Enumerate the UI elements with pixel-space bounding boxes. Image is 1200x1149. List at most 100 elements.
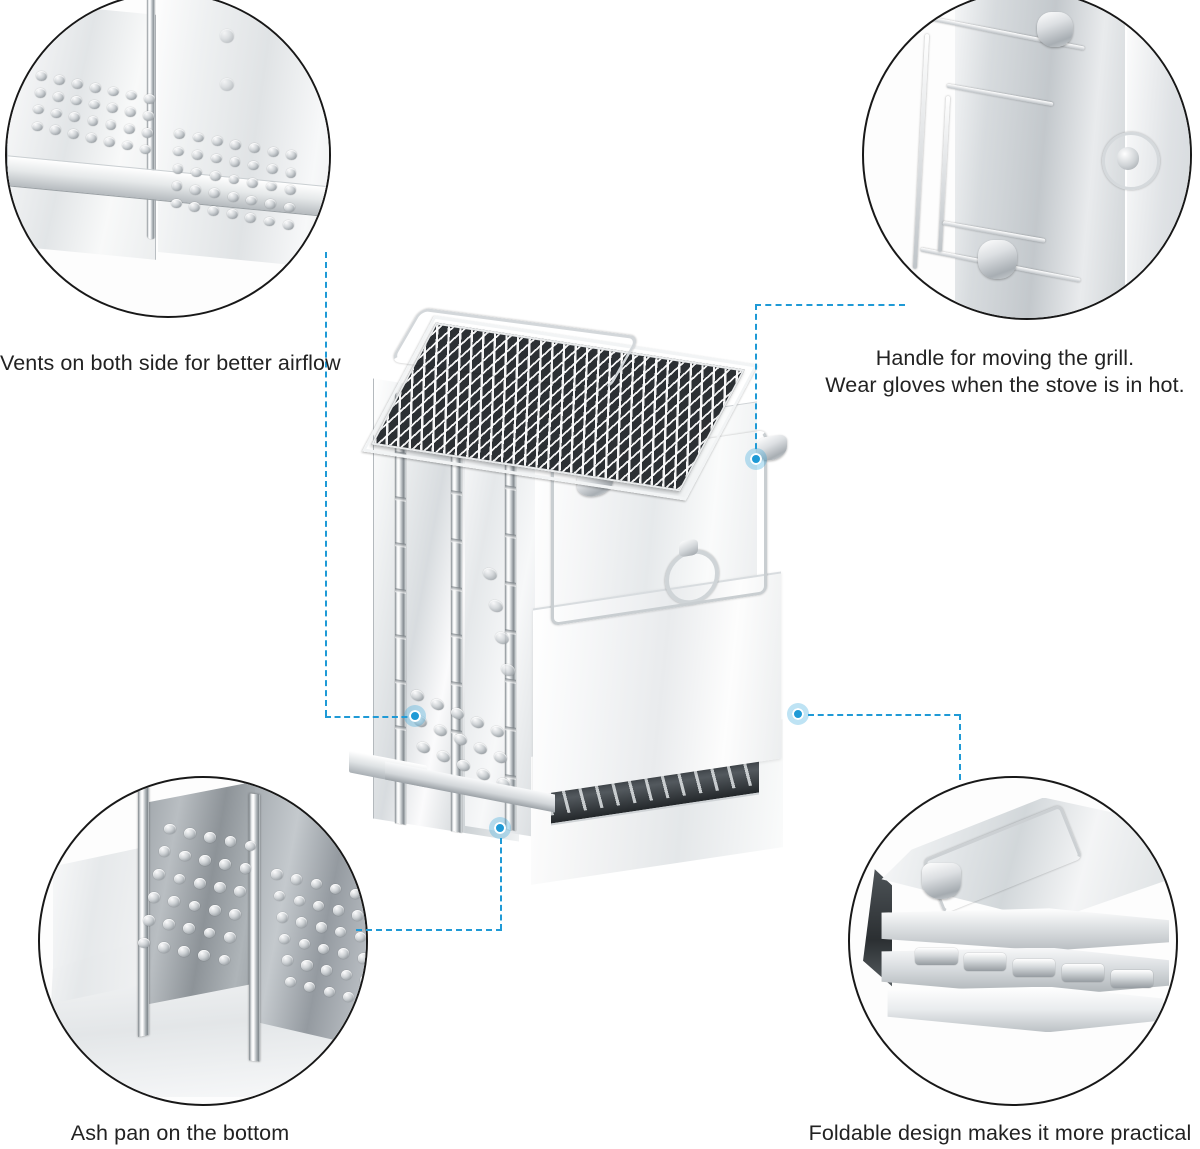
photo-inner-ashpan	[40, 778, 366, 1104]
vent-hole	[332, 905, 344, 916]
vent-hole	[178, 946, 190, 957]
caption-handle: Handle for moving the grill. Wear gloves…	[825, 346, 1185, 397]
vent-hole	[228, 174, 240, 185]
vent-hole	[142, 111, 154, 121]
vent-hole	[174, 129, 186, 139]
vent-hole	[226, 209, 238, 220]
vent-hole	[284, 976, 296, 988]
vent-hole	[301, 960, 313, 971]
vent-hole	[70, 95, 82, 106]
vent-hole	[158, 941, 170, 953]
photo-ash-pan	[38, 776, 368, 1106]
folded-handle-lug	[921, 862, 961, 899]
vent-hole	[229, 157, 241, 167]
vent-hole	[286, 150, 298, 161]
vent-hole	[313, 900, 325, 911]
vent-hole	[153, 869, 166, 881]
vent-hole	[218, 954, 231, 966]
vent-hole	[108, 86, 120, 97]
vent-hole	[360, 974, 366, 986]
vent-hole	[173, 146, 185, 157]
vent-hole	[335, 926, 347, 938]
connector-foldable-horizontal	[808, 714, 960, 716]
photo-inner-vents	[7, 0, 329, 316]
vent-hole	[304, 981, 316, 993]
connector-ashpan-horizontal	[356, 929, 502, 931]
vent-hole	[126, 90, 138, 101]
vent-hole	[211, 136, 223, 146]
vent-hole	[285, 167, 297, 178]
vent-hole	[188, 900, 201, 912]
vent-hole	[247, 178, 259, 188]
vent-hole	[362, 996, 366, 1007]
photo-inner-folded	[850, 778, 1176, 1104]
vent-hole	[192, 150, 204, 160]
vent-hole	[124, 107, 136, 117]
vent-hole	[223, 931, 236, 943]
vent-hole	[90, 82, 101, 93]
vent-hole	[210, 153, 222, 164]
vent-hole	[245, 212, 257, 223]
vent-hole	[281, 955, 293, 966]
vent-hole	[54, 75, 65, 85]
vent-hole	[263, 216, 275, 227]
vent-hole	[199, 854, 211, 866]
vent-hole	[234, 886, 247, 897]
vent-hole	[230, 139, 242, 150]
folded-plate-3	[887, 986, 1163, 1033]
vent-hole	[349, 888, 361, 900]
photo-folded-design	[848, 776, 1178, 1106]
vent-hole	[264, 199, 276, 209]
handle-lug-top	[1036, 11, 1073, 48]
hinge-knuckle	[1013, 958, 1056, 977]
vent-hole	[209, 171, 221, 181]
vent-hole	[265, 181, 277, 192]
panel-dimple	[219, 77, 235, 92]
vent-hole	[52, 91, 64, 102]
vent-hole	[249, 143, 261, 154]
vent-hole	[122, 140, 134, 151]
handle-lug-bottom	[978, 239, 1018, 279]
connector-dot-foldable	[787, 703, 809, 725]
vent-hole	[141, 127, 153, 138]
vent-hole	[246, 195, 258, 206]
vent-hole	[284, 185, 296, 195]
vent-hole	[318, 943, 330, 955]
vent-hole	[190, 184, 202, 195]
vent-hole	[229, 909, 241, 920]
hinge-knuckle	[1061, 964, 1105, 983]
vent-hole	[184, 827, 196, 839]
vent-hole	[193, 132, 205, 143]
vent-hole	[183, 923, 196, 935]
vent-hole	[163, 919, 175, 930]
connector-handle-vertical	[755, 304, 757, 459]
photo-wire-handle	[862, 0, 1192, 320]
vent-hole	[32, 121, 44, 132]
vent-hole	[354, 931, 366, 943]
connector-vents-horizontal	[325, 716, 417, 718]
connector-dot-ashpan	[489, 817, 511, 839]
vent-hole	[140, 144, 152, 155]
vent-hole	[315, 922, 327, 933]
vent-hole	[35, 71, 47, 81]
vent-hole	[352, 910, 364, 921]
vent-hole	[357, 953, 366, 964]
vent-hole	[105, 120, 117, 130]
vent-hole	[144, 94, 156, 105]
caption-ash-pan: Ash pan on the bottom	[70, 1121, 290, 1145]
vent-hole	[69, 112, 81, 123]
vent-hole	[248, 160, 260, 171]
vent-hole	[68, 129, 80, 139]
vent-hole	[323, 986, 335, 998]
connector-dot-vents	[404, 705, 426, 727]
vent-hole	[266, 164, 278, 174]
folded-plate-1	[881, 908, 1170, 951]
connector-vents-vertical	[325, 252, 327, 716]
vent-hole	[207, 205, 219, 216]
vent-hole	[274, 890, 286, 902]
panel-leg	[7, 145, 8, 197]
ash-pan-wall-left	[53, 845, 151, 1004]
vent-hole	[337, 948, 350, 959]
vent-hole	[87, 116, 99, 127]
vent-hole	[279, 933, 291, 945]
